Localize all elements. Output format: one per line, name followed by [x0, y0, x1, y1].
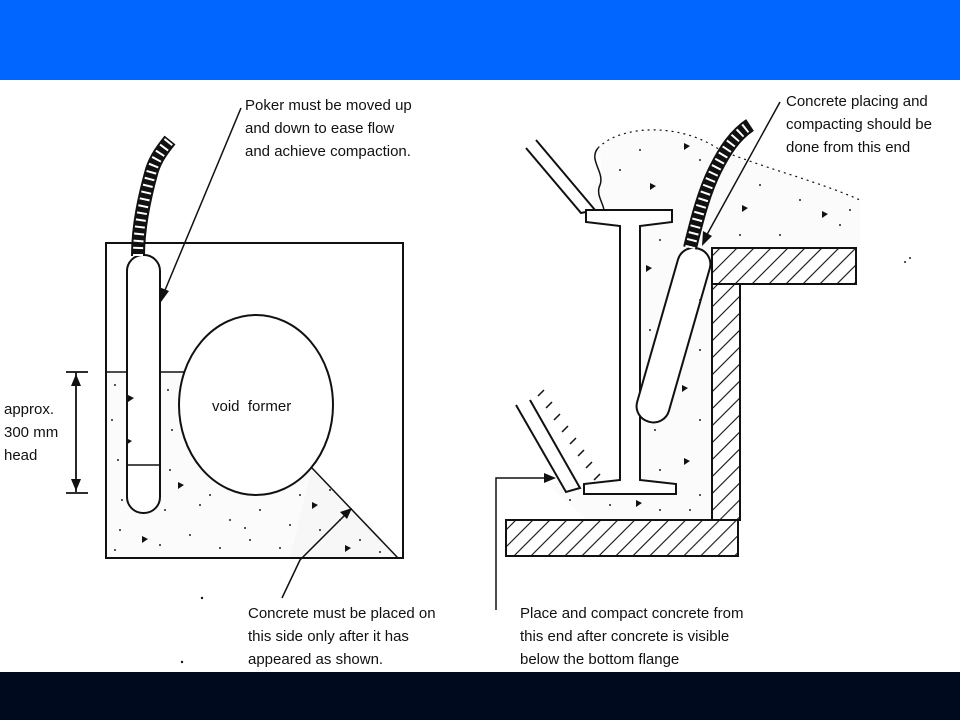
poker-right — [635, 246, 712, 424]
head-dimension-label: approx. 300 mm head — [4, 401, 59, 464]
poker-left — [126, 254, 161, 514]
poker-note-label: Poker must be moved up and down to ease … — [245, 97, 412, 160]
concrete-speckles-left — [111, 384, 381, 553]
header-band — [0, 0, 960, 80]
hatched-wall — [711, 283, 741, 521]
hatched-slab-top — [711, 247, 857, 285]
poker-hose-left — [131, 135, 176, 257]
compaction-diagram — [66, 101, 911, 664]
steel-i-beam — [583, 209, 677, 495]
concrete-speckles-right — [569, 149, 911, 511]
side-leader — [281, 511, 349, 599]
poker-leader — [162, 107, 242, 296]
bottom-flange-note-label: Place and compact concrete from this end… — [520, 605, 744, 668]
place-side-note-label: Concrete must be placed on this side onl… — [248, 605, 436, 668]
shutter-top-left — [525, 139, 597, 215]
concrete-mass-right — [545, 129, 860, 520]
hatched-slab-bottom — [505, 519, 739, 557]
head-dimension — [66, 371, 88, 494]
placing-end-note-label: Concrete placing and compacting should b… — [786, 93, 932, 156]
footer-band — [0, 672, 960, 720]
right-figure — [495, 101, 911, 610]
void-former-label: void former — [212, 398, 292, 415]
left-figure — [66, 107, 404, 664]
placing-end-leader — [703, 101, 781, 241]
formwork-box — [105, 242, 404, 559]
shutter-bottom-left — [515, 399, 582, 494]
void-former — [178, 314, 334, 496]
flange-leader — [495, 477, 548, 610]
poker-hose-right — [683, 119, 755, 250]
